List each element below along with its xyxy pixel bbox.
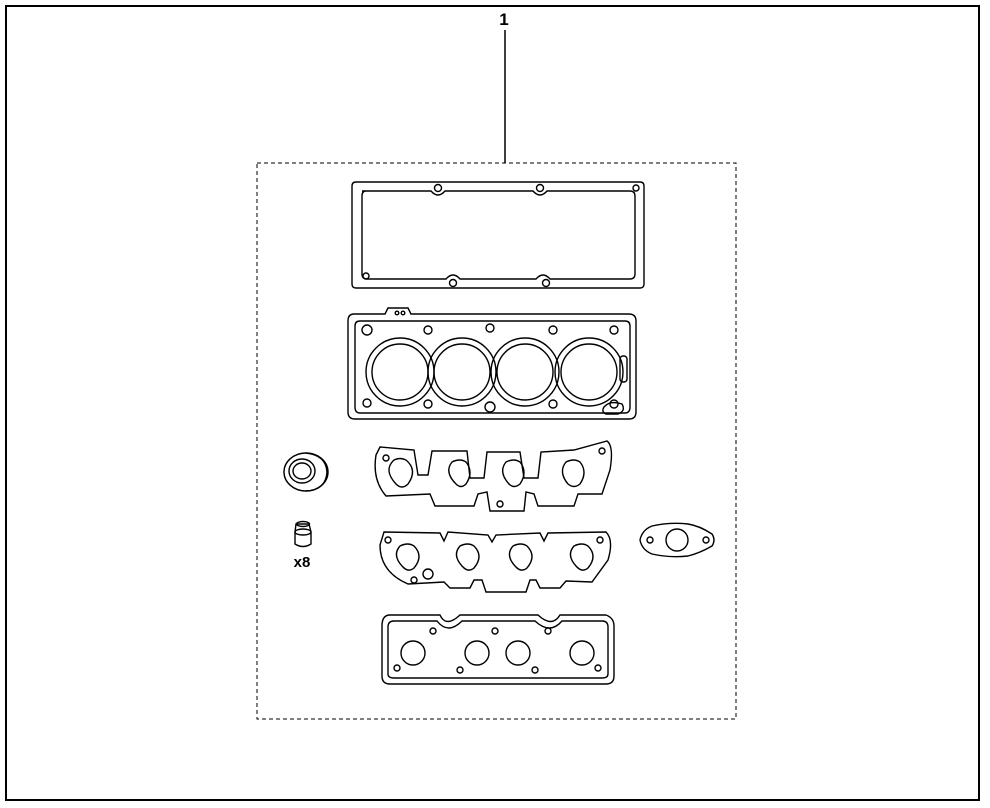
exhaust-manifold-gasket [379, 531, 612, 593]
kit-boundary [256, 162, 737, 720]
cylinder-head-gasket [347, 307, 637, 420]
callout-number: 1 [499, 10, 508, 29]
camshaft-oil-seal [283, 452, 329, 492]
rocker-cover-gasket [351, 181, 645, 289]
seal-quantity-label: x8 [294, 554, 311, 571]
valve-stem-seal [294, 520, 312, 548]
intake-manifold-gasket [374, 440, 613, 512]
diagram-frame [5, 5, 980, 801]
exhaust-flange-gasket [639, 522, 715, 558]
lower-manifold-gasket [381, 614, 615, 685]
